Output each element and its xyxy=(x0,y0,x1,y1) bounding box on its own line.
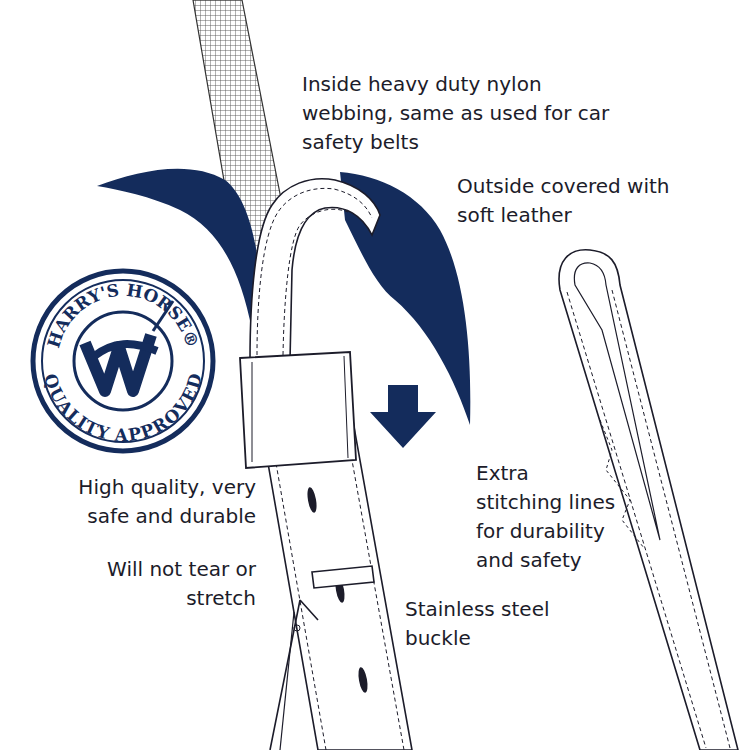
strength-note: Will not tear or stretch xyxy=(80,555,256,613)
seal-graphic: HARRY'S HORSE® QUALITY APPROVED xyxy=(30,268,216,454)
seal-bottom-text: QUALITY APPROVED xyxy=(40,371,205,445)
down-arrow xyxy=(370,385,436,448)
keeper xyxy=(240,352,356,468)
seal-top-text: HARRY'S HORSE® xyxy=(43,280,202,350)
quality-seal: HARRY'S HORSE® QUALITY APPROVED xyxy=(30,268,216,454)
stitching-note: Extra stitching lines for durability and… xyxy=(476,459,616,575)
buckle-note: Stainless steel buckle xyxy=(405,595,575,653)
strap-holes xyxy=(306,487,369,694)
buckle xyxy=(270,600,318,750)
leather-loop xyxy=(250,179,380,360)
quality-note: High quality, very safe and durable xyxy=(30,473,256,531)
leather-note: Outside covered with soft leather xyxy=(457,172,687,230)
extra-stitching xyxy=(600,420,644,548)
webbing-note: Inside heavy duty nylon webbing, same as… xyxy=(302,70,632,157)
